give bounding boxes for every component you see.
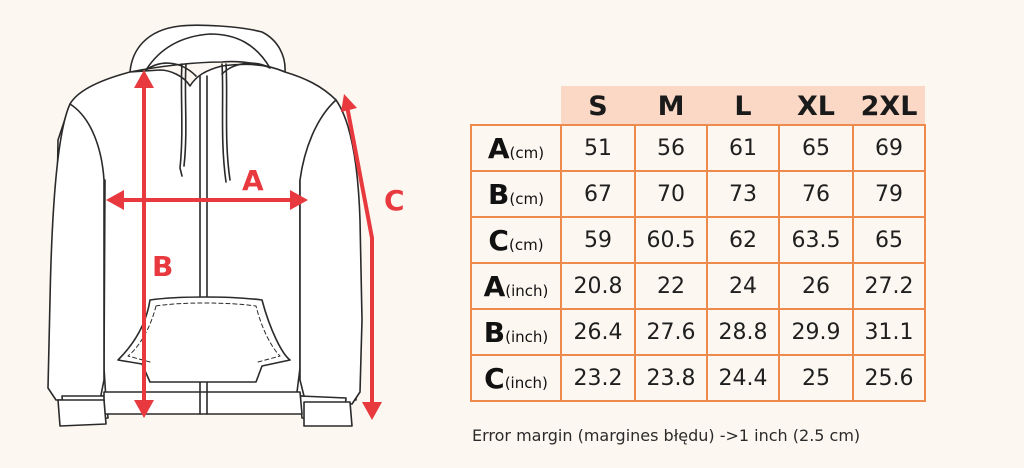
left-sleeve [47,103,105,401]
table-cell: 61 [706,124,780,172]
arrow-b-head-top [134,70,154,88]
table-cell: 24.4 [706,354,780,402]
arrow-b-head-bottom [134,400,154,418]
right-sleeve [299,99,363,405]
hoodie-outline [47,24,363,427]
arrow-c [345,104,374,410]
arrow-c-head-top [341,94,357,112]
size-table: S M L XL 2XL A(cm) 51 56 61 65 69 B(cm) … [470,86,926,402]
size-header-s: S [561,86,635,125]
kangaroo-pocket [117,296,291,383]
table-cell: 26.4 [560,308,636,356]
row-letter: C [484,361,505,395]
table-cell: 24 [706,262,780,310]
row-letter: C [488,223,509,257]
hoodie-diagram: A B C [47,24,405,427]
table-cell: 22 [634,262,708,310]
pocket-stitch [127,302,281,363]
table-cell: 62 [706,216,780,264]
size-header-m: M [635,86,707,125]
table-corner [471,86,561,125]
table-cell: 23.2 [560,354,636,402]
row-label: A(inch) [470,262,562,310]
table-cell: 79 [852,170,926,218]
table-row: C(cm) 59 60.5 62 63.5 65 [470,216,926,264]
row-letter: B [483,315,506,349]
table-cell: 51 [560,124,636,172]
table-row: B(inch) 26.4 27.6 28.8 29.9 31.1 [470,308,926,356]
table-row: C(inch) 23.2 23.8 24.4 25 25.6 [470,354,926,402]
label-c: C [384,184,405,217]
row-letter: A [483,269,506,303]
row-label: C(inch) [470,354,562,402]
size-header-2xl: 2XL [853,86,925,125]
row-label: C(cm) [470,216,562,264]
row-label: A(cm) [470,124,562,172]
row-unit: (inch) [505,327,549,346]
table-cell: 26 [778,262,854,310]
arrow-a-head-left [106,190,124,210]
label-a: A [242,164,264,197]
hood [129,24,286,73]
row-unit: (inch) [505,281,549,300]
table-cell: 70 [634,170,708,218]
left-cuff [57,399,107,427]
arrow-c-head-bottom [362,402,382,420]
row-unit: (inch) [504,373,548,392]
table-cell: 73 [706,170,780,218]
table-cell: 63.5 [778,216,854,264]
right-cuff [303,401,353,427]
table-cell: 65 [778,124,854,172]
hood-opening [145,33,271,77]
row-unit: (cm) [509,189,544,208]
waistband-center [103,391,303,415]
row-label: B(cm) [470,170,562,218]
table-cell: 60.5 [634,216,708,264]
table-cell: 23.8 [634,354,708,402]
table-cell: 69 [852,124,926,172]
row-unit: (cm) [508,235,544,254]
size-header-xl: XL [779,86,853,125]
table-cell: 27.2 [852,262,926,310]
table-cell: 67 [560,170,636,218]
table-cell: 56 [634,124,708,172]
table-cell: 65 [852,216,926,264]
row-letter: A [487,131,510,165]
table-cell: 20.8 [560,262,636,310]
row-letter: B [488,177,510,211]
table-cell: 59 [560,216,636,264]
row-label: B(inch) [470,308,562,356]
size-header-l: L [707,86,779,125]
label-b: B [152,250,173,283]
table-cell: 29.9 [778,308,854,356]
table-cell: 25 [778,354,854,402]
table-cell: 76 [778,170,854,218]
table-row: A(inch) 20.8 22 24 26 27.2 [470,262,926,310]
table-row: B(cm) 67 70 73 76 79 [470,170,926,218]
table-cell: 31.1 [852,308,926,356]
table-cell: 25.6 [852,354,926,402]
table-row: A(cm) 51 56 61 65 69 [470,124,926,172]
size-header-row: S M L XL 2XL [471,86,925,125]
table-cell: 28.8 [706,308,780,356]
error-margin-note: Error margin (margines błędu) ->1 inch (… [472,426,861,445]
drawstring-left [179,63,187,177]
row-unit: (cm) [509,143,545,162]
measure-arrows [106,70,382,420]
drawstring-right [221,63,231,183]
table-cell: 27.6 [634,308,708,356]
arrow-a-head-right [290,190,308,210]
